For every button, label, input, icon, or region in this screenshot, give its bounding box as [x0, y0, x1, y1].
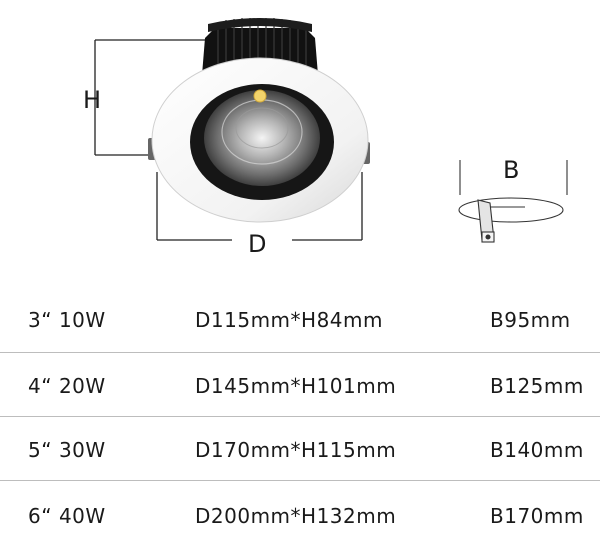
diameter-label: D	[248, 230, 267, 258]
reflector	[204, 90, 320, 186]
diameter-dimension-lines	[156, 172, 363, 241]
row-divider	[0, 480, 600, 481]
cutout-cell: B125mm	[490, 374, 584, 398]
dims-cell: D115mm*H84mm	[195, 308, 383, 332]
size-cell: 6“ 40W	[28, 504, 106, 528]
downlight-illustration	[94, 18, 568, 243]
table-row: 3“ 10W D115mm*H84mm B95mm	[0, 290, 615, 352]
row-divider	[0, 352, 600, 353]
table-row: 4“ 20W D145mm*H101mm B125mm	[0, 356, 615, 418]
dims-cell: D200mm*H132mm	[195, 504, 397, 528]
size-cell: 4“ 20W	[28, 374, 106, 398]
cutout-label: B	[503, 156, 520, 184]
led-chip	[253, 89, 267, 103]
product-dimension-figure: H D B	[83, 18, 568, 258]
cutout-cell: B170mm	[490, 504, 584, 528]
table-row: 5“ 30W D170mm*H115mm B140mm	[0, 420, 615, 482]
cutout-cell: B140mm	[490, 438, 584, 462]
height-label: H	[83, 86, 102, 114]
size-cell: 3“ 10W	[28, 308, 106, 332]
cutout-cell: B95mm	[490, 308, 571, 332]
row-divider	[0, 416, 600, 417]
dims-cell: D170mm*H115mm	[195, 438, 397, 462]
cutout-diagram	[458, 160, 568, 243]
table-row: 6“ 40W D200mm*H132mm B170mm	[0, 486, 615, 548]
size-cell: 5“ 30W	[28, 438, 106, 462]
height-dimension-lines	[94, 39, 220, 156]
dims-cell: D145mm*H101mm	[195, 374, 397, 398]
